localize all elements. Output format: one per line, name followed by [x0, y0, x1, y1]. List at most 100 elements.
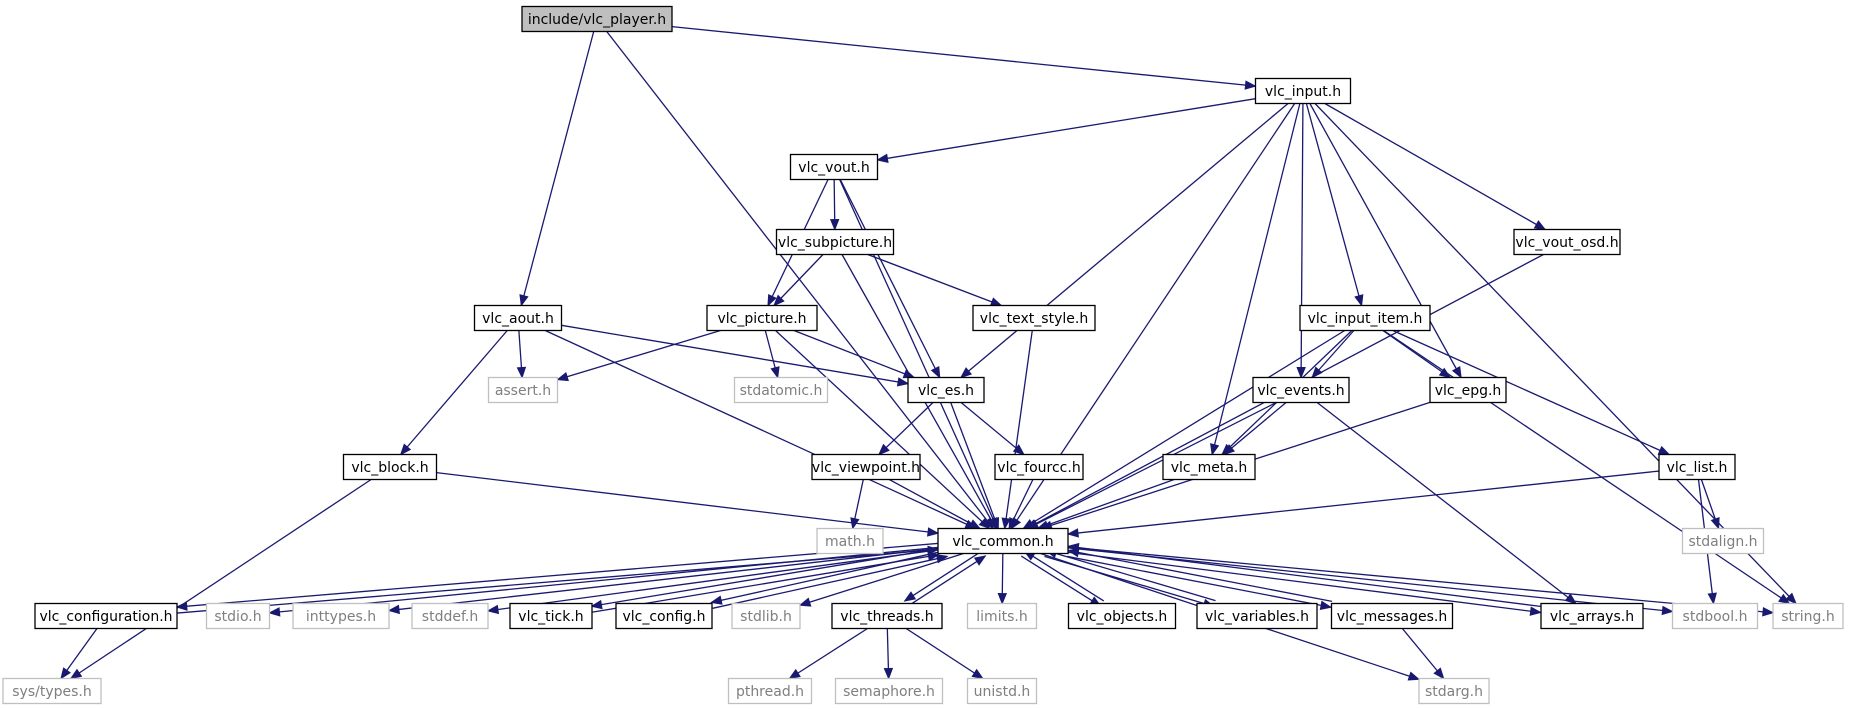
node-label: vlc_aout.h	[482, 311, 554, 327]
node-box	[473, 304, 563, 332]
arrowhead-vlc_common-to-vlc_config	[710, 595, 723, 605]
arrowhead-vlc_vout-to-vlc_picture	[767, 293, 777, 307]
arrowhead-vlc_input-to-vlc_vout	[876, 153, 889, 163]
edge-vlc_common-to-vlc_configuration	[176, 542, 938, 608]
arrowhead-vlc_input-to-string	[1785, 592, 1797, 605]
node-vlc-threads[interactable]: vlc_threads.h	[831, 602, 943, 630]
node-unistd: unistd.h	[966, 677, 1038, 705]
node-label: vlc_text_style.h	[980, 311, 1088, 327]
node-label: vlc_list.h	[1667, 460, 1728, 476]
node-vlc-block[interactable]: vlc_block.h	[342, 453, 438, 481]
node-stdarg: stdarg.h	[1418, 677, 1490, 705]
node-stdatomic: stdatomic.h	[733, 376, 829, 404]
node-math: math.h	[816, 527, 884, 555]
arrowhead-vlc_es-to-vlc_viewpoint	[878, 443, 890, 456]
node-sys-types: sys/types.h	[2, 677, 102, 705]
node-box	[1772, 602, 1844, 630]
node-label: stdio.h	[214, 609, 261, 625]
arrowhead-vlc_common-to-vlc_threads	[903, 591, 917, 602]
arrowhead-vlc_threads-to-pthread	[788, 668, 801, 680]
node-box	[966, 602, 1038, 630]
arrowhead-vlc_picture-to-vlc_es	[902, 369, 916, 379]
arrowhead-vlc_aout-to-assert	[516, 366, 527, 379]
edge-vlc_common-to-inttypes	[388, 547, 939, 612]
edge-vlc_tick-to-vlc_common	[592, 554, 939, 613]
edge-vlc_subpicture-to-vlc_picture	[773, 254, 824, 306]
node-label: vlc_events.h	[1257, 383, 1344, 399]
node-box	[1330, 602, 1454, 630]
node-pthread: pthread.h	[727, 677, 813, 705]
node-label: sys/types.h	[12, 684, 91, 700]
node-vlc-picture[interactable]: vlc_picture.h	[706, 304, 818, 332]
node-stdalign: stdalign.h	[1681, 527, 1765, 555]
node-box	[972, 304, 1096, 332]
node-label: stdlib.h	[740, 609, 792, 625]
node-vlc-viewpoint[interactable]: vlc_viewpoint.h	[811, 453, 921, 481]
node-label: stdatomic.h	[740, 383, 823, 399]
edge-vlc_events-to-vlc_arrays	[1316, 401, 1577, 605]
edge-vlc_input-to-vlc_es	[960, 103, 1289, 378]
node-box	[789, 153, 879, 181]
node-vlc-tick[interactable]: vlc_tick.h	[509, 602, 593, 630]
node-vlc-epg[interactable]: vlc_epg.h	[1429, 376, 1507, 404]
node-vlc-subpicture[interactable]: vlc_subpicture.h	[775, 228, 895, 256]
edge-vlc_common-to-vlc_messages	[1067, 555, 1332, 608]
node-vlc-text-style[interactable]: vlc_text_style.h	[972, 304, 1096, 332]
arrowhead-vlc_input_item-to-vlc_events	[1311, 366, 1323, 379]
edge-vlc_input_item-to-vlc_list	[1392, 329, 1670, 456]
node-box	[1429, 376, 1507, 404]
node-semaphore: semaphore.h	[834, 677, 944, 705]
node-box	[292, 602, 390, 630]
arrowhead-vlc_es-to-vlc_common	[990, 517, 1000, 530]
edge-vlc_variables-to-vlc_common	[1045, 549, 1216, 602]
node-label: include/vlc_player.h	[528, 12, 666, 28]
node-vlc-aout[interactable]: vlc_aout.h	[473, 304, 563, 332]
node-label: unistd.h	[974, 684, 1031, 700]
node-box	[937, 527, 1069, 555]
edge-vlc_list-to-vlc_common	[1067, 470, 1660, 535]
node-vlc-vout-osd[interactable]: vlc_vout_osd.h	[1513, 228, 1621, 256]
arrowhead-vlc_player-to-vlc_input	[1244, 80, 1257, 90]
node-box	[411, 602, 489, 630]
node-vlc-fourcc[interactable]: vlc_fourcc.h	[994, 453, 1084, 481]
arrowhead-vlc_common-to-stdbool	[1661, 605, 1674, 616]
arrowhead-vlc_subpicture-to-vlc_text_style	[989, 297, 1003, 307]
arrowhead-vlc_aout-to-vlc_block	[399, 443, 412, 456]
node-vlc-list[interactable]: vlc_list.h	[1658, 453, 1736, 481]
edge-vlc_input-to-vlc_events	[1300, 103, 1304, 378]
node-vlc-input-item[interactable]: vlc_input_item.h	[1299, 304, 1431, 332]
edge-vlc_input_item-to-vlc_common	[1022, 329, 1346, 530]
node-vlc-messages[interactable]: vlc_messages.h	[1330, 602, 1454, 630]
node-vlc-variables[interactable]: vlc_variables.h	[1196, 602, 1318, 630]
arrowhead-vlc_list-to-vlc_common	[1066, 528, 1079, 538]
node-vlc-configuration[interactable]: vlc_configuration.h	[34, 602, 178, 630]
arrowhead-vlc_list-to-stdbool	[1707, 592, 1717, 605]
node-box	[1658, 453, 1736, 481]
edge-vlc_input-to-vlc_input_item	[1305, 103, 1363, 306]
node-stdio: stdio.h	[205, 602, 271, 630]
edge-vlc_aout-to-vlc_block	[400, 330, 508, 455]
arrowhead-vlc_threads-to-unistd	[971, 668, 984, 680]
node-box	[966, 677, 1038, 705]
node-vlc-arrays[interactable]: vlc_arrays.h	[1540, 602, 1644, 630]
node-vlc-vout[interactable]: vlc_vout.h	[789, 153, 879, 181]
arrowhead-vlc_tick-to-vlc_common	[927, 551, 940, 562]
node-box	[907, 376, 985, 404]
node-box	[1162, 453, 1256, 481]
node-vlc-player[interactable]: include/vlc_player.h	[521, 5, 673, 33]
node-vlc-meta[interactable]: vlc_meta.h	[1162, 453, 1256, 481]
node-label: vlc_vout.h	[798, 160, 869, 176]
node-label: vlc_epg.h	[1435, 383, 1502, 399]
edge-vlc_viewpoint-to-vlc_common	[888, 478, 981, 530]
node-vlc-common[interactable]: vlc_common.h	[937, 527, 1069, 555]
arrowhead-vlc_common-to-stdlib	[798, 597, 812, 607]
node-box	[1067, 602, 1177, 630]
edge-vlc_block-to-sys_types	[70, 478, 372, 680]
node-vlc-input[interactable]: vlc_input.h	[1254, 77, 1352, 105]
node-vlc-events[interactable]: vlc_events.h	[1252, 376, 1350, 404]
node-vlc-config[interactable]: vlc_config.h	[615, 602, 713, 630]
node-box	[509, 602, 593, 630]
node-vlc-es[interactable]: vlc_es.h	[907, 376, 985, 404]
node-label: limits.h	[976, 609, 1027, 625]
node-vlc-objects[interactable]: vlc_objects.h	[1067, 602, 1177, 630]
